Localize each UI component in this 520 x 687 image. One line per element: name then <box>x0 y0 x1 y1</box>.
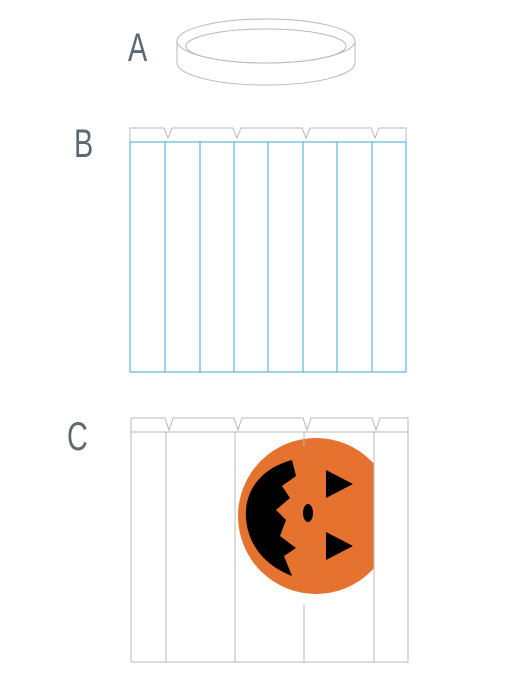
step-label-b: B <box>74 122 94 166</box>
panel-body <box>130 431 409 663</box>
lid-ring <box>176 18 356 86</box>
nose-shape <box>303 504 313 522</box>
pleated-panel <box>129 127 407 373</box>
panel-top-tabs <box>130 417 409 433</box>
step-label-a: A <box>128 26 148 70</box>
pumpkin-face-panel <box>130 417 409 663</box>
fold-lines <box>130 141 406 372</box>
eye-shape-bottom <box>326 532 353 560</box>
panel-top-tabs <box>129 127 407 143</box>
step-label-c: C <box>67 415 88 459</box>
eye-shape-top <box>326 470 353 498</box>
fold-lines <box>165 432 375 662</box>
mouth-shape <box>245 460 296 576</box>
